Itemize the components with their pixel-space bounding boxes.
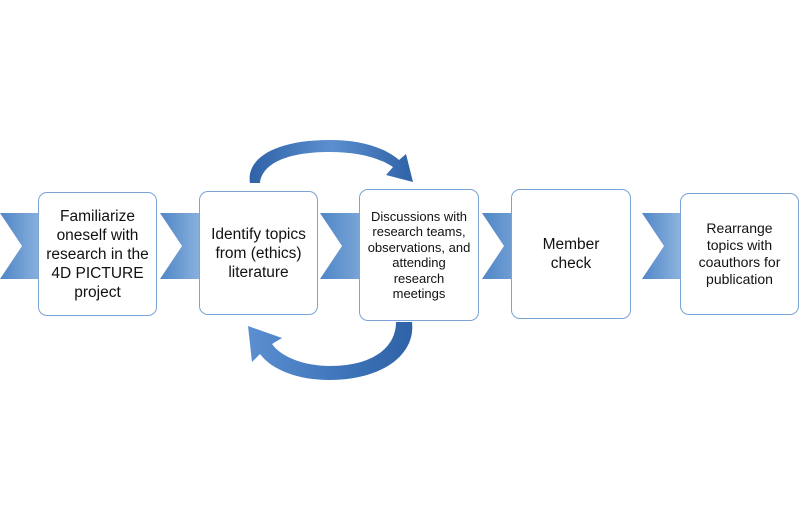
cycle-arrow-bottom <box>248 322 413 380</box>
step-box-rearrange-topics: Rearrange topics with coauthors for publ… <box>680 193 799 315</box>
step-label-discussions: Discussions with research teams, observa… <box>367 208 471 302</box>
step-label-member-check: Member check <box>542 236 600 272</box>
cycle-arrow-top <box>249 140 413 183</box>
step-box-identify-topics: Identify topics from (ethics) literature <box>199 191 318 315</box>
step-box-discussions: Discussions with research teams, observa… <box>359 189 479 321</box>
step-label-identify-topics: Identify topics from (ethics) literature <box>211 225 306 281</box>
step-box-familiarize: Familiarize oneself with research in the… <box>38 192 157 316</box>
step-label-rearrange-topics: Rearrange topics with coauthors for publ… <box>698 220 781 287</box>
step-label-familiarize: Familiarize oneself with research in the… <box>46 207 149 301</box>
step-box-member-check: Member check <box>511 189 631 319</box>
